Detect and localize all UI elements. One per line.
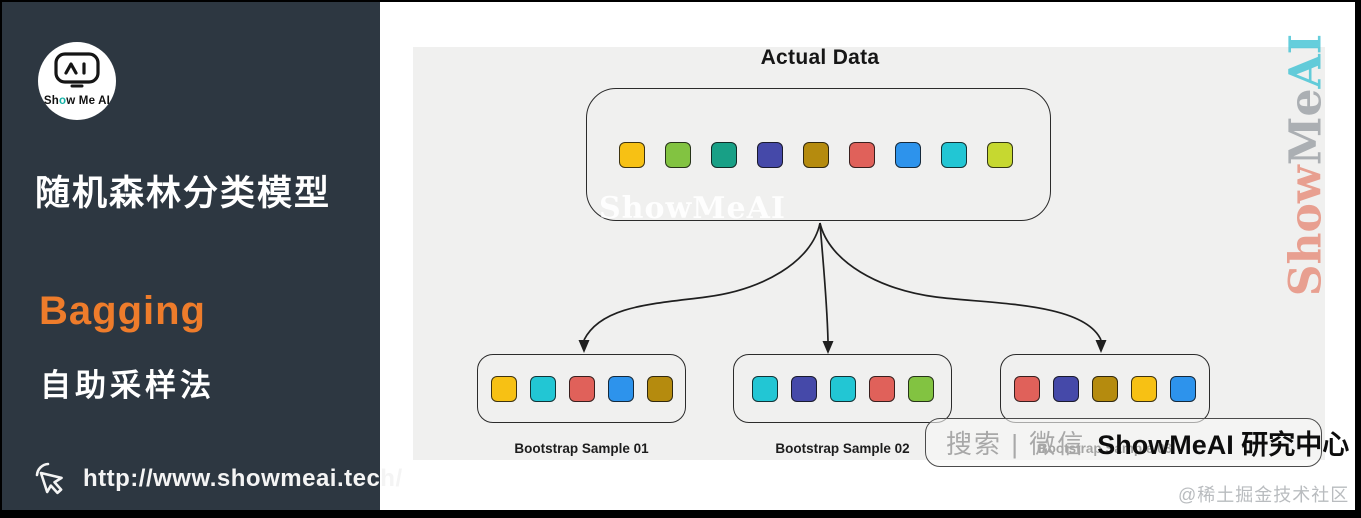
wechat-search-watermark: 搜索 | 微信 ShowMeAI 研究中心 — [925, 418, 1349, 467]
color-square-green — [665, 142, 691, 168]
brand-name-text: ShowMeAI 研究中心 — [1097, 430, 1350, 460]
actual-data-points — [619, 142, 1013, 168]
color-square-salmon — [849, 142, 875, 168]
bootstrap-sample-1-label: Bootstrap Sample 01 — [514, 441, 649, 456]
search-hint-text: 搜索 | 微信 — [946, 429, 1086, 459]
color-square-indigo — [1053, 375, 1079, 402]
method-subtitle: 自助采样法 — [40, 368, 215, 403]
sidebar: Show Me AI 随机森林分类模型 Bagging 自助采样法 http:/… — [2, 2, 402, 510]
community-attribution: @稀土掘金技术社区 — [1178, 485, 1350, 505]
color-square-olive — [1092, 375, 1118, 402]
vertical-wm-me: Me — [1280, 88, 1332, 166]
website-row: http://www.showmeai.tech/ — [33, 460, 403, 498]
page-title: 随机森林分类模型 — [35, 174, 332, 213]
bootstrap-sample-3-box — [1000, 354, 1210, 423]
color-square-olive — [803, 142, 829, 168]
color-square-cyan — [941, 142, 967, 168]
bootstrap-sample-2-box — [733, 354, 952, 423]
color-square-yellow — [619, 142, 645, 168]
color-square-cyan — [751, 375, 778, 402]
color-square-cyan — [529, 375, 556, 402]
cursor-click-icon — [35, 462, 63, 495]
color-square-olive — [646, 375, 673, 402]
color-square-blue — [895, 142, 921, 168]
robot-icon — [54, 52, 100, 88]
color-square-indigo — [790, 375, 817, 402]
color-square-cyan — [829, 375, 856, 402]
logo-wordmark: Show Me AI — [43, 95, 111, 107]
color-square-salmon — [568, 375, 595, 402]
color-square-lime — [987, 142, 1013, 168]
color-square-teal — [711, 142, 737, 168]
color-square-green — [907, 375, 934, 402]
logo-o-dot: o — [59, 95, 67, 107]
color-square-salmon — [868, 375, 895, 402]
diagram-title: Actual Data — [760, 46, 880, 69]
color-square-blue — [607, 375, 634, 402]
color-square-salmon — [1014, 375, 1040, 402]
website-url: http://www.showmeai.tech/ — [83, 465, 403, 492]
showmeai-logo: Show Me AI — [38, 42, 116, 120]
actual-data-box — [586, 88, 1051, 221]
color-square-blue — [1170, 375, 1196, 402]
bootstrap-sample-1-box — [477, 354, 686, 423]
inner-watermark: ShowMeAI — [599, 191, 786, 226]
bootstrap-sample-2-label: Bootstrap Sample 02 — [775, 441, 910, 456]
bagging-heading: Bagging — [39, 289, 206, 333]
color-square-indigo — [757, 142, 783, 168]
vertical-wm-ai: AI — [1280, 33, 1332, 89]
color-square-yellow — [490, 375, 517, 402]
color-square-yellow — [1131, 375, 1157, 402]
vertical-wm-show: Show — [1280, 165, 1332, 297]
